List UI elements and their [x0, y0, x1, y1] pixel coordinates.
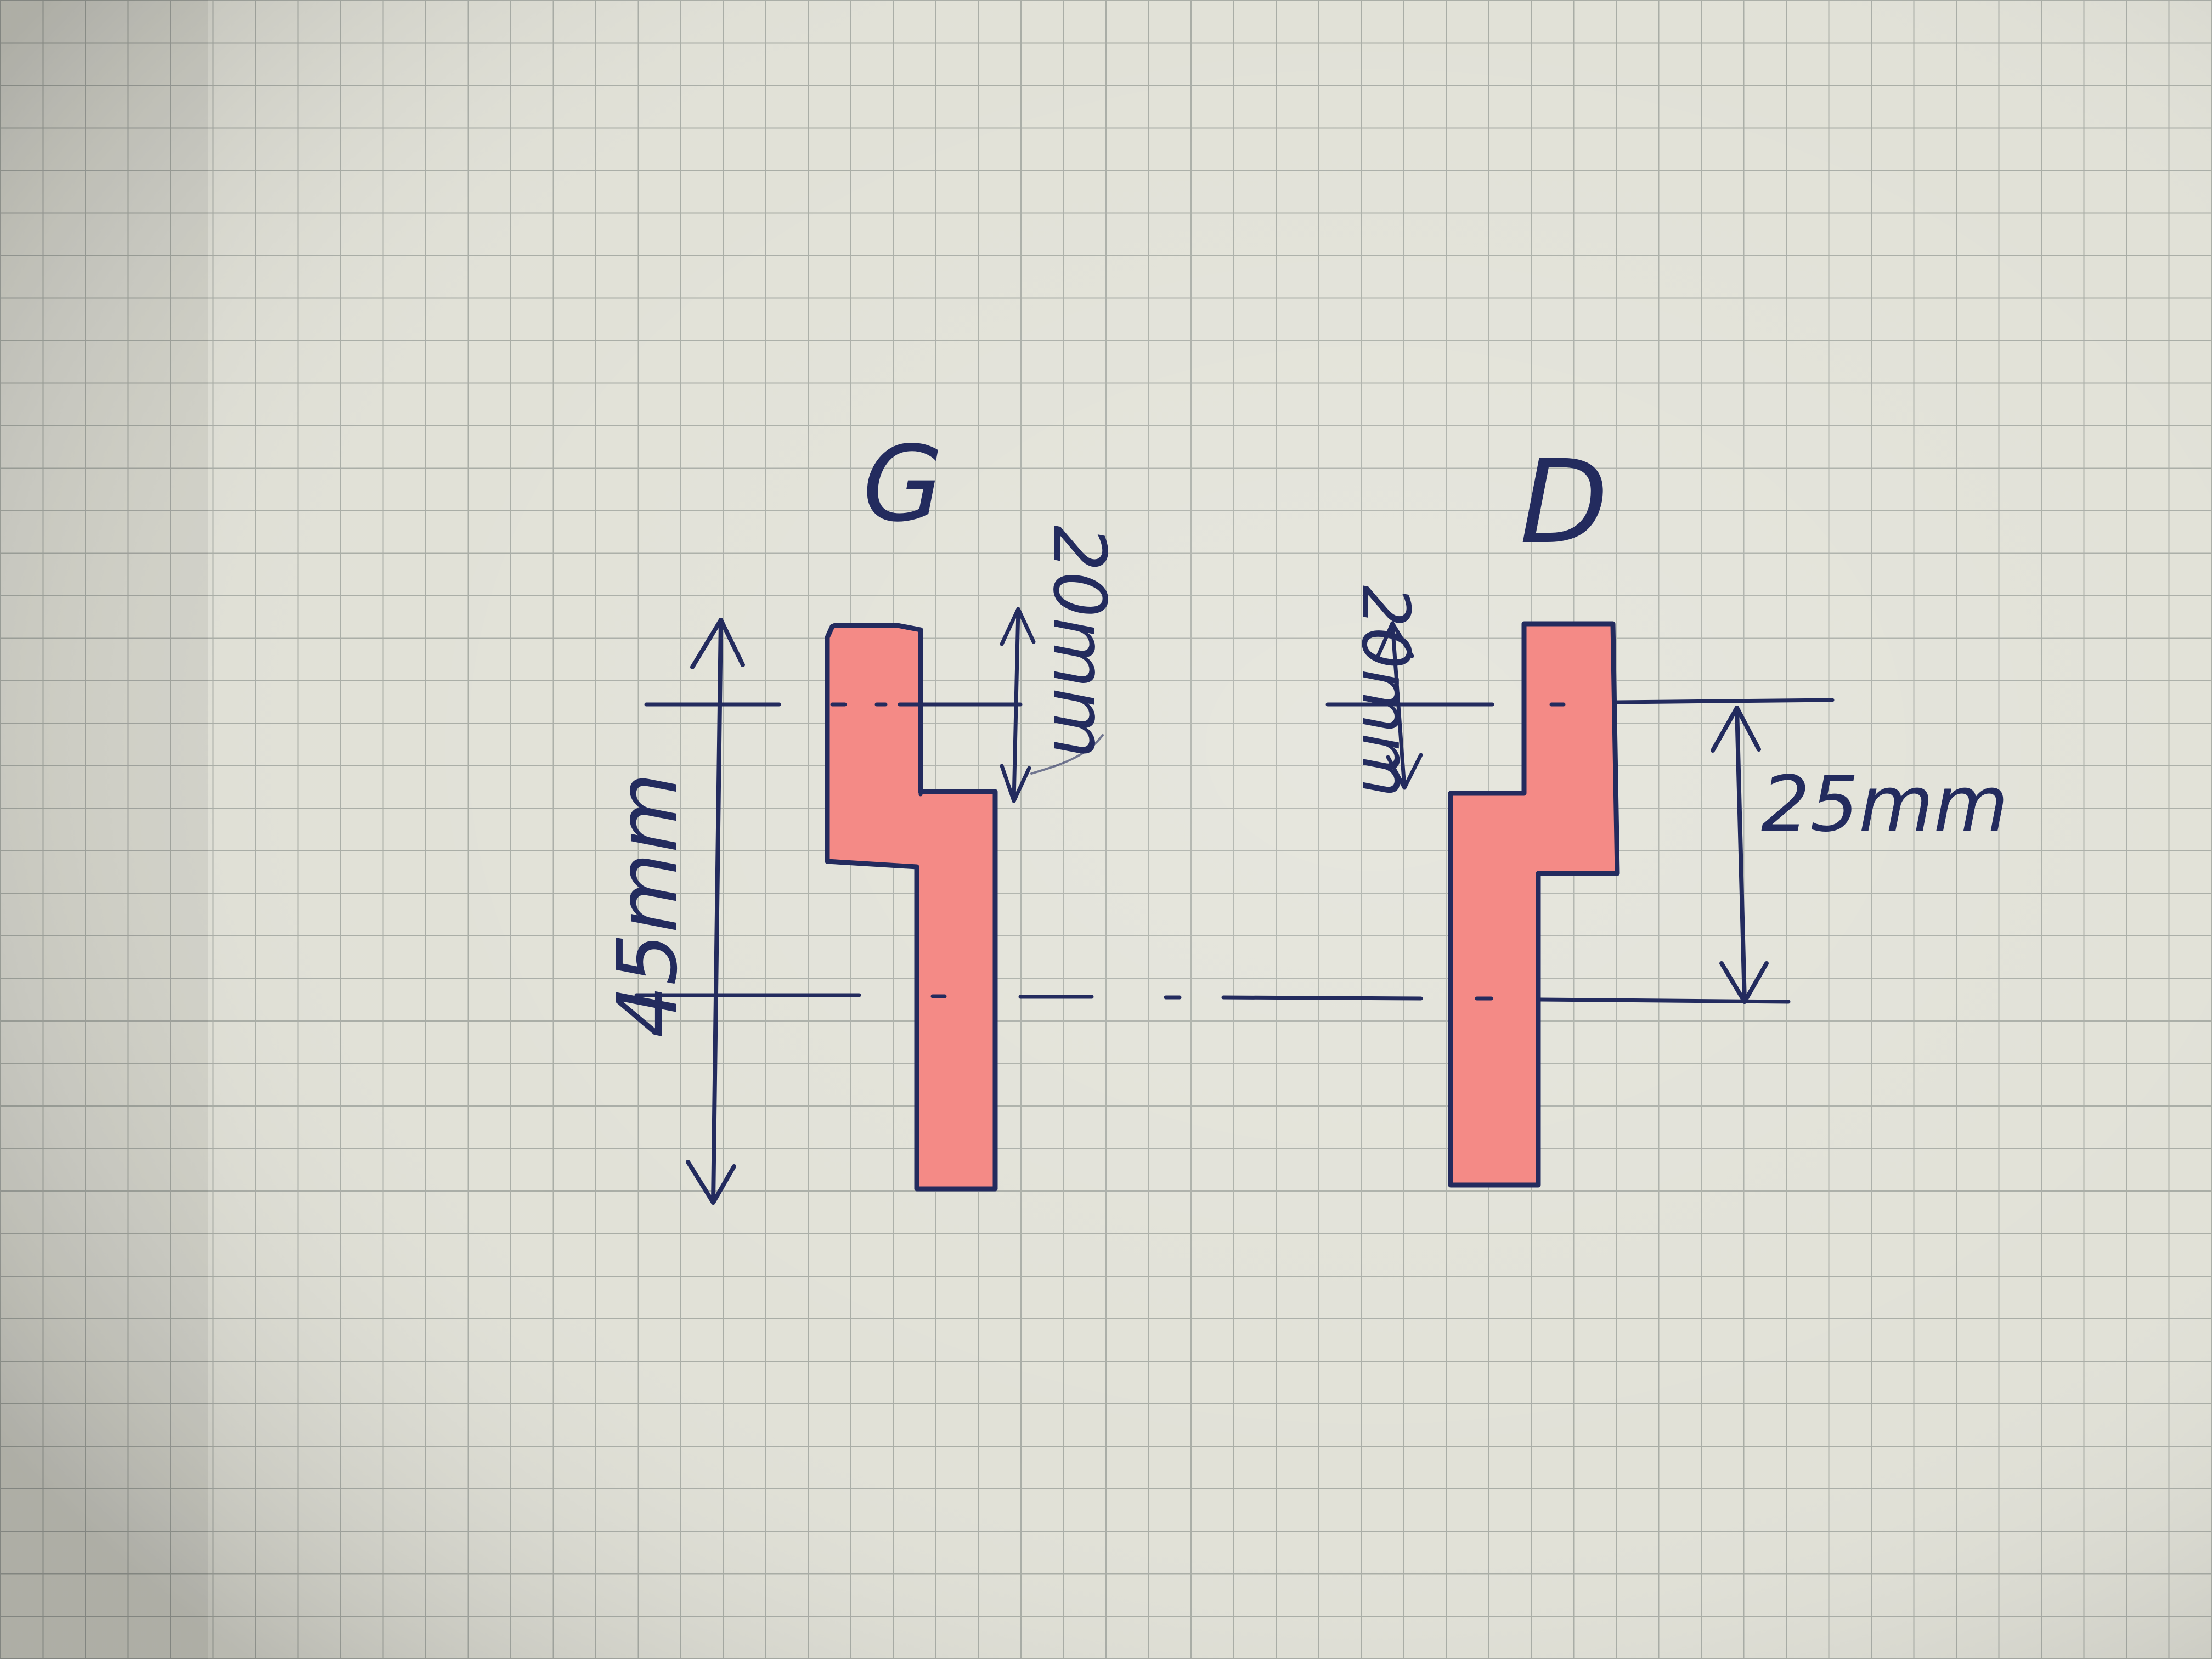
label-part-d: D — [1520, 435, 1609, 569]
label-part-g: G — [862, 424, 943, 545]
part-g-shape — [825, 623, 998, 1192]
part-d-shape — [1448, 621, 1620, 1188]
dimension-20mm-right — [1375, 621, 1423, 790]
shadow-left — [0, 0, 208, 1659]
label-20mm-left: 20mm — [1037, 525, 1121, 758]
label-45mm: 45mm — [600, 772, 696, 1037]
label-25mm: 25mm — [1761, 760, 2008, 849]
part-g — [825, 623, 998, 1192]
dimension-45mm — [686, 618, 745, 1205]
part-d — [1448, 621, 1620, 1188]
dimension-25mm — [1711, 706, 1769, 1004]
label-20mm-right: 20mm — [1347, 585, 1423, 797]
dimension-20mm-left — [1000, 607, 1104, 803]
